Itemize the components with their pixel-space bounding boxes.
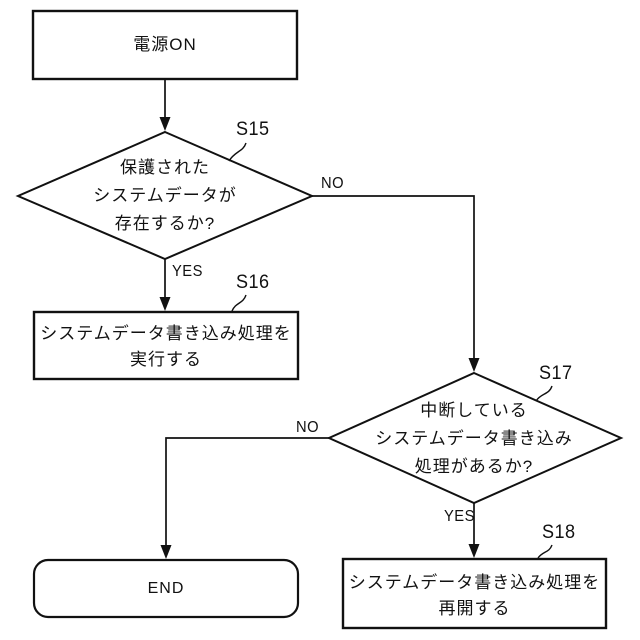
end-node-box xyxy=(32,558,300,619)
edge-s17-no-line xyxy=(165,437,329,546)
start-node-box xyxy=(31,9,299,81)
process-s16-line2: 実行する xyxy=(130,349,202,369)
s16-label-leader-line xyxy=(231,294,247,312)
process-s18-box xyxy=(341,557,608,630)
step-label-s18: S18 xyxy=(542,522,576,543)
s17-label-leader-line xyxy=(535,385,553,402)
edge-label-s17-no: NO xyxy=(296,419,320,436)
decision-s17-line3: 処理があるか? xyxy=(414,457,534,476)
step-label-s17: S17 xyxy=(539,363,573,384)
edge-s17-no-arrowhead-icon xyxy=(160,545,172,559)
step-label-s15: S15 xyxy=(236,119,270,140)
edge-s17-yes-arrowhead-icon xyxy=(468,544,480,558)
edge-s15-no-line xyxy=(312,195,475,359)
decision-s17-line2: システムデータ書き込み xyxy=(375,429,573,448)
edge-label-s15-yes: YES xyxy=(172,263,203,280)
end-node-label: END xyxy=(147,579,185,597)
decision-s17-text: 中断している システムデータ書き込み 処理があるか? xyxy=(324,397,624,481)
process-s16-box xyxy=(32,310,300,381)
edge-s15-no-arrowhead-icon xyxy=(468,358,480,372)
process-s16-text: システムデータ書き込み処理を 実行する xyxy=(34,313,298,380)
edge-s15-yes-arrowhead-icon xyxy=(159,297,171,311)
edge-label-s15-no: NO xyxy=(321,175,345,192)
s18-label-leader-line xyxy=(537,544,553,559)
decision-s15-line2: システムデータが xyxy=(93,186,237,205)
decision-s17-line1: 中断している xyxy=(420,401,528,420)
process-s18-line1: システムデータ書き込み処理を xyxy=(348,572,601,592)
process-s18-line2: 再開する xyxy=(438,598,511,618)
decision-s15-text: 保護された システムデータが 存在するか? xyxy=(15,154,315,238)
decision-s15-line3: 存在するか? xyxy=(114,214,216,233)
decision-s15-line1: 保護された xyxy=(120,158,210,177)
process-s18-text: システムデータ書き込み処理を 再開する xyxy=(343,563,606,628)
start-node-label: 電源ON xyxy=(133,35,197,54)
step-label-s16: S16 xyxy=(236,272,270,293)
edge-start-to-s15-arrowhead-icon xyxy=(159,117,171,131)
s15-label-leader-line xyxy=(228,142,247,162)
process-s16-line1: システムデータ書き込み処理を xyxy=(40,323,292,343)
edge-label-s17-yes: YES xyxy=(444,508,475,525)
